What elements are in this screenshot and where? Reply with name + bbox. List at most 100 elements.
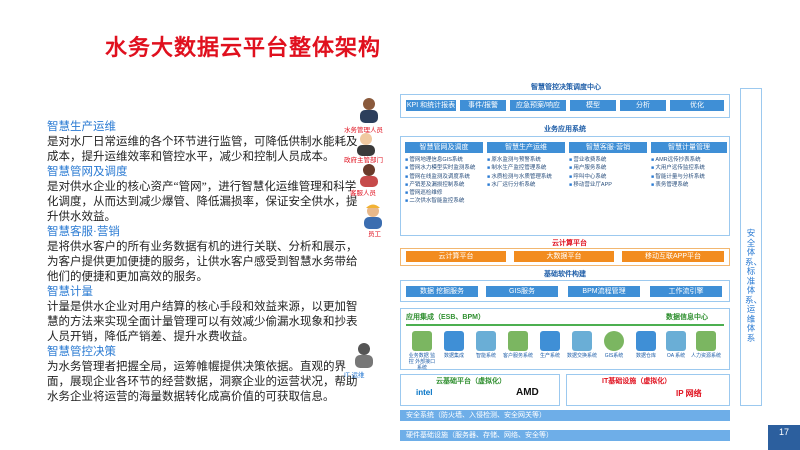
- top-item: 分析: [620, 100, 666, 111]
- integration-icon-label: 人力资源系统: [691, 353, 722, 359]
- it-infra-label: IT基础设施（虚拟化）: [602, 378, 672, 385]
- app-column: 智慧生产运维 原水监测与预警系统 制水生产监控管理系统 水质检测与水质管理系统 …: [487, 142, 565, 189]
- cloud-item: 大数据平台: [514, 251, 614, 262]
- app-item: 移动营业厅APP: [569, 181, 647, 189]
- app-column-title: 智慧客服·营销: [569, 142, 647, 153]
- database-icon: [444, 331, 464, 351]
- page-title: 水务大数据云平台整体架构: [105, 35, 382, 60]
- architecture-diagram: 智慧管控决策调度中心 KPI 和统计报表 事件/报警 应急预案/响应 模型 分析…: [396, 78, 734, 444]
- person-icon: [360, 98, 378, 123]
- section-heading: 智慧客服·营销: [47, 226, 120, 238]
- decision-center-label: 智慧管控决策调度中心: [531, 84, 601, 91]
- gov-figure: [354, 132, 378, 161]
- cloud-item: 云计算平台: [406, 251, 506, 262]
- role-label: 水务管理人员: [344, 127, 383, 134]
- app-item: 产销差及漏损控制系统: [405, 181, 483, 189]
- decision-center-frame: [400, 94, 730, 118]
- cloud-infra-label: 云基础平台（虚拟化）: [436, 378, 506, 385]
- side-system-panel: 安全体系、标准体系、运维体系: [740, 88, 762, 406]
- top-item: 应急预案/响应: [510, 100, 566, 111]
- role-label: 员工: [368, 231, 381, 238]
- section-body: 是将供水客户的所有业务数据有机的进行关联、分析和展示，为客户提供更加便捷的服务，…: [47, 241, 358, 283]
- integration-icon-label: GIS系统: [604, 353, 624, 359]
- integration-icon-label: 数据交换系统: [567, 353, 598, 359]
- top-item: 模型: [570, 100, 616, 111]
- section-3: 智慧计量 计量是供水企业对用户结算的核心手段和效益来源，以更加智慧的方法来实现全…: [47, 285, 362, 345]
- integration-label: 应用集成（ESB、BPM）: [406, 314, 485, 321]
- server-icon: [540, 331, 560, 351]
- server-icon: [666, 331, 686, 351]
- server-icon: [476, 331, 496, 351]
- app-item: 管网巡检维修: [405, 189, 483, 197]
- integration-icon-label: 数据仓库: [635, 353, 656, 359]
- app-column-title: 智慧生产运维: [487, 142, 565, 153]
- app-column: 智慧计量管理 AMR远传抄表系统 大用户远传监控系统 智能计量与分析系统 表务管…: [651, 142, 727, 189]
- cloud-platform-label: 云计算平台: [552, 240, 587, 247]
- section-heading: 智慧计量: [47, 286, 93, 298]
- section-heading: 智慧管控决策: [47, 346, 116, 358]
- integration-icon-label: OA 系统: [666, 353, 686, 359]
- service-figure: [358, 163, 380, 192]
- top-item: KPI 和统计报表: [406, 100, 456, 111]
- app-item: 呼叫中心系统: [569, 173, 647, 181]
- integration-bus: [406, 324, 724, 326]
- intel-logo: intel: [416, 388, 433, 397]
- section-body: 是对水厂日常运维的各个环节进行监管，可降低供制水能耗及成本，提升运维效率和管控水…: [47, 136, 358, 163]
- person-icon: [355, 343, 373, 368]
- server-icon: [572, 331, 592, 351]
- section-heading: 智慧管网及调度: [47, 166, 128, 178]
- app-item: 营业收费系统: [569, 156, 647, 164]
- base-item: GIS服务: [486, 286, 558, 297]
- app-item: 管网地理信息GIS系统: [405, 156, 483, 164]
- integration-icon-label: 智能系统: [475, 353, 496, 359]
- person-icon: [357, 133, 375, 156]
- monitor-icon: [412, 331, 432, 351]
- base-item: 工作流引擎: [650, 286, 722, 297]
- it-infra-frame: [566, 374, 730, 406]
- app-item: 原水监测与预警系统: [487, 156, 565, 164]
- person-icon: [364, 204, 382, 229]
- role-label: 客服人员: [350, 190, 376, 197]
- role-label: IT 运维: [344, 372, 365, 379]
- database-icon: [636, 331, 656, 351]
- app-item: 管网在线监测及调度系统: [405, 173, 483, 181]
- hardware-bar: 硬件基础设施（服务器、存储、网络、安全等）: [400, 430, 730, 441]
- section-body: 为水务管理者把握全局，运筹帷幄提供决策依据。直观的界面，展现企业各环节的经营数据…: [47, 361, 358, 403]
- app-item: 二次供水智能监控系统: [405, 197, 483, 205]
- section-2: 智慧客服·营销 是将供水客户的所有业务数据有机的进行关联、分析和展示，为客户提供…: [47, 225, 362, 285]
- app-column-title: 智慧计量管理: [651, 142, 727, 153]
- page-number: 17: [768, 425, 800, 450]
- it-figure: [354, 342, 374, 373]
- app-item: AMR远传抄表系统: [651, 156, 727, 164]
- person-icon: [360, 164, 378, 187]
- app-item: 大用户远传监控系统: [651, 164, 727, 172]
- integration-icon-label: 业务数据 监控 外部接口系统: [408, 353, 436, 371]
- app-column-title: 智慧管网及调度: [405, 142, 483, 153]
- app-systems-frame: [400, 136, 730, 236]
- cloud-platform-frame: [400, 248, 730, 266]
- description-column: 智慧生产运维 是对水厂日常运维的各个环节进行监管，可降低供制水能耗及成本，提升运…: [47, 120, 362, 405]
- manager-figure: [358, 97, 380, 128]
- integration-icon-label: 数据集成: [443, 353, 464, 359]
- top-item: 事件/报警: [460, 100, 506, 111]
- base-software-frame: [400, 280, 730, 302]
- base-item: BPM流程管理: [568, 286, 640, 297]
- base-item: 数据 挖掘服务: [406, 286, 478, 297]
- section-body: 是对供水企业的核心资产“管网”，进行智慧化运维管理和科学化调度，从而达到减少爆管…: [47, 181, 358, 223]
- section-heading: 智慧生产运维: [47, 121, 116, 133]
- app-column: 智慧管网及调度 管网地理信息GIS系统 管网水力模型实时监测系统 管网在线监测及…: [405, 142, 483, 206]
- app-item: 水厂运行分析系统: [487, 181, 565, 189]
- integration-frame: [400, 308, 730, 370]
- role-label: 政府主管部门: [344, 157, 383, 164]
- app-item: 管网水力模型实时监测系统: [405, 164, 483, 172]
- security-bar: 安全系统（防火墙、入侵检测、安全网关等）: [400, 410, 730, 421]
- amd-logo: AMD: [516, 387, 539, 398]
- globe-icon: [604, 331, 624, 351]
- worker-figure: [362, 203, 384, 234]
- cloud-infra-frame: [400, 374, 560, 406]
- app-item: 制水生产监控管理系统: [487, 164, 565, 172]
- app-item: 表务管理系统: [651, 181, 727, 189]
- side-system-label: 安全体系、标准体系、运维体系: [745, 228, 763, 343]
- cloud-item: 移动互联APP平台: [622, 251, 724, 262]
- app-column: 智慧客服·营销 营业收费系统 用户服务系统 呼叫中心系统 移动营业厅APP: [569, 142, 647, 189]
